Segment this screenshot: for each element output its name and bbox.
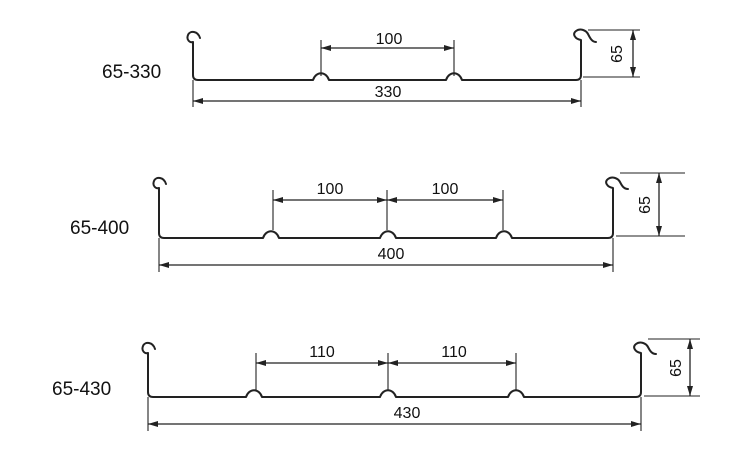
arrowhead [193, 98, 203, 104]
profile-65-400: 65-400 100 100 400 65 [70, 172, 685, 272]
arrowhead [148, 421, 158, 427]
arrowhead [256, 360, 266, 366]
arrowhead [603, 262, 613, 268]
profile-outline [141, 341, 657, 398]
arrowhead [656, 226, 662, 236]
profile-65-330: 65-330 100 330 65 [102, 28, 640, 107]
arrowhead [388, 360, 398, 366]
rib-spacing-label: 100 [317, 181, 344, 198]
profile-outline [152, 176, 629, 239]
arrowhead [656, 173, 662, 183]
arrowhead [630, 30, 636, 40]
rib-spacing-label: 100 [432, 181, 459, 198]
arrowhead [687, 386, 693, 396]
arrowhead [321, 45, 331, 51]
profile-65-430: 65-430 110 110 430 65 [52, 338, 700, 431]
arrowhead [687, 339, 693, 349]
height-label: 65 [668, 359, 685, 377]
height-label: 65 [637, 196, 654, 214]
profile-label: 65-330 [102, 62, 161, 83]
arrowhead [159, 262, 169, 268]
arrowhead [377, 197, 387, 203]
arrowhead [630, 67, 636, 77]
profile-outline [186, 28, 597, 81]
total-width-label: 330 [375, 84, 402, 101]
profile-label: 65-400 [70, 218, 129, 239]
arrowhead [493, 197, 503, 203]
arrowhead [273, 197, 283, 203]
arrowhead [444, 45, 454, 51]
arrowhead [378, 360, 388, 366]
total-width-label: 400 [378, 246, 405, 263]
height-label: 65 [609, 45, 626, 63]
arrowhead [631, 421, 641, 427]
arrowhead [387, 197, 397, 203]
profile-label: 65-430 [52, 379, 111, 400]
rib-spacing-label: 100 [376, 31, 403, 48]
total-width-label: 430 [394, 405, 421, 422]
rib-spacing-label: 110 [309, 344, 335, 361]
rib-spacing-label: 110 [441, 344, 467, 361]
arrowhead [506, 360, 516, 366]
arrowhead [571, 98, 581, 104]
